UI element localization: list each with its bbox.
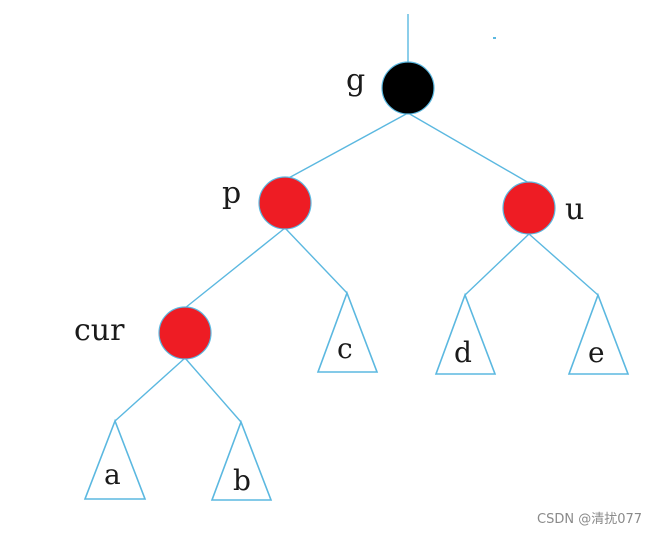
subtree-c-triangle	[316, 290, 379, 373]
edge-cur-a	[114, 357, 186, 422]
node-p-label: p	[222, 176, 241, 211]
node-cur	[158, 306, 212, 360]
edge-u-d	[464, 233, 530, 296]
subtree-b-label: b	[233, 464, 251, 497]
edge-p-c	[284, 227, 348, 294]
node-cur-label: cur	[74, 313, 125, 348]
edge-g-u	[407, 112, 530, 184]
stray-dot	[493, 37, 496, 39]
subtree-c-label: c	[337, 332, 353, 365]
watermark: CSDN @清扰077	[537, 512, 643, 527]
subtree-e-label: e	[588, 336, 605, 369]
subtree-d-label: d	[454, 336, 472, 369]
subtree-a-triangle	[83, 418, 147, 500]
subtree-e-triangle	[567, 292, 630, 375]
subtree-d-triangle	[434, 292, 497, 375]
edge-p-cur	[184, 227, 286, 309]
subtree-b-triangle	[210, 419, 273, 501]
node-g	[381, 61, 435, 115]
edge-g-p	[284, 112, 409, 181]
subtree-a-label: a	[104, 458, 121, 491]
node-u	[502, 181, 556, 235]
edge-cur-b	[184, 357, 242, 423]
node-p	[258, 176, 312, 230]
edge-u-e	[528, 233, 599, 296]
node-u-label: u	[565, 192, 584, 227]
node-g-label: g	[346, 63, 365, 98]
